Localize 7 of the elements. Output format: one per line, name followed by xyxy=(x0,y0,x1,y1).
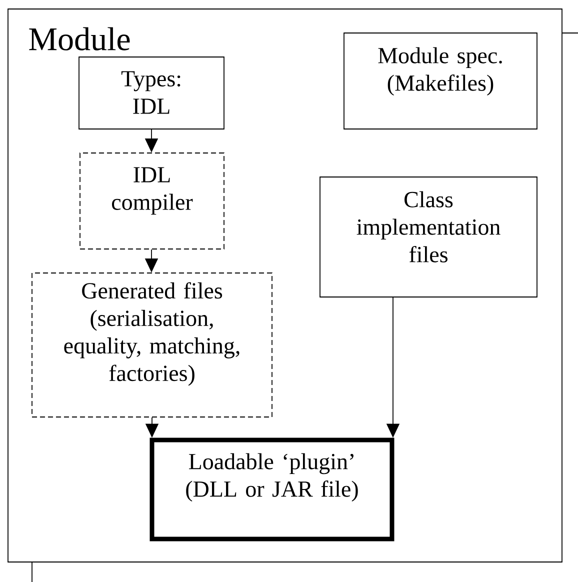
connector-line xyxy=(562,32,578,34)
process-box: Module spec. (Makefiles) xyxy=(344,32,538,130)
output-box: Loadable ‘plugin’ (DLL or JAR file) xyxy=(150,438,394,542)
generated-box: IDL compiler xyxy=(80,152,224,250)
process-box: Class implementation files xyxy=(320,176,538,298)
process-box: Types: IDL xyxy=(78,56,224,130)
generated-box: Generated files (serialisation, equality, matching, factories) xyxy=(32,272,272,418)
